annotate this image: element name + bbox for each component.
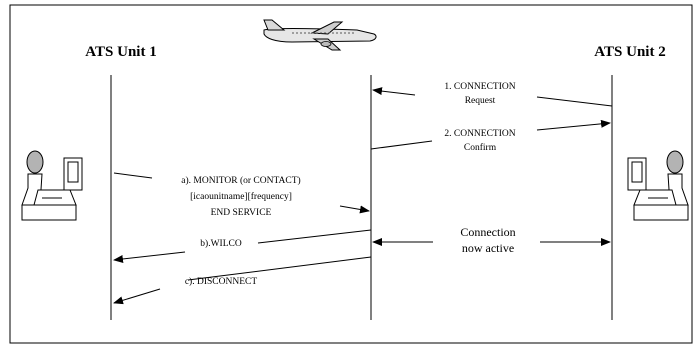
- monitor-label-1: a). MONITOR (or CONTACT): [181, 175, 300, 186]
- wilco-line: [257, 229, 372, 244]
- monitor-line: [113, 172, 153, 179]
- connection-confirm-arrow: [536, 119, 611, 131]
- connection-active-label-1: Connection: [460, 225, 515, 239]
- diagram-frame: [9, 4, 693, 344]
- monitor-label-3: END SERVICE: [211, 208, 272, 218]
- connection-request-arrow: [372, 87, 416, 96]
- monitor-arrow: [339, 205, 370, 214]
- connection-request-label-2: Request: [465, 96, 496, 106]
- connection-confirm-label-2: Confirm: [464, 142, 497, 153]
- airliner-icon: [263, 19, 377, 51]
- wilco-label: b).WILCO: [200, 238, 242, 249]
- wilco-arrow: [113, 251, 186, 263]
- ats-unit-1-title: ATS Unit 1: [85, 44, 156, 60]
- connection-active-label-2: now active: [462, 241, 514, 255]
- controller-workstation-icon: [627, 150, 689, 221]
- ats-unit-2-title: ATS Unit 2: [594, 44, 665, 60]
- controller-workstation-icon: [21, 150, 83, 221]
- monitor-label-2: [icaounitname][frequency]: [190, 191, 292, 202]
- connection-request-line: [536, 96, 613, 107]
- connection-confirm-label-1: 2. CONNECTION: [444, 129, 515, 139]
- disconnect-line: [187, 256, 372, 281]
- connection-confirm-line: [370, 140, 433, 150]
- connection-request-label-1: 1. CONNECTION: [444, 82, 515, 92]
- disconnect-label: c). DISCONNECT: [185, 276, 257, 287]
- disconnect-arrow: [113, 288, 161, 305]
